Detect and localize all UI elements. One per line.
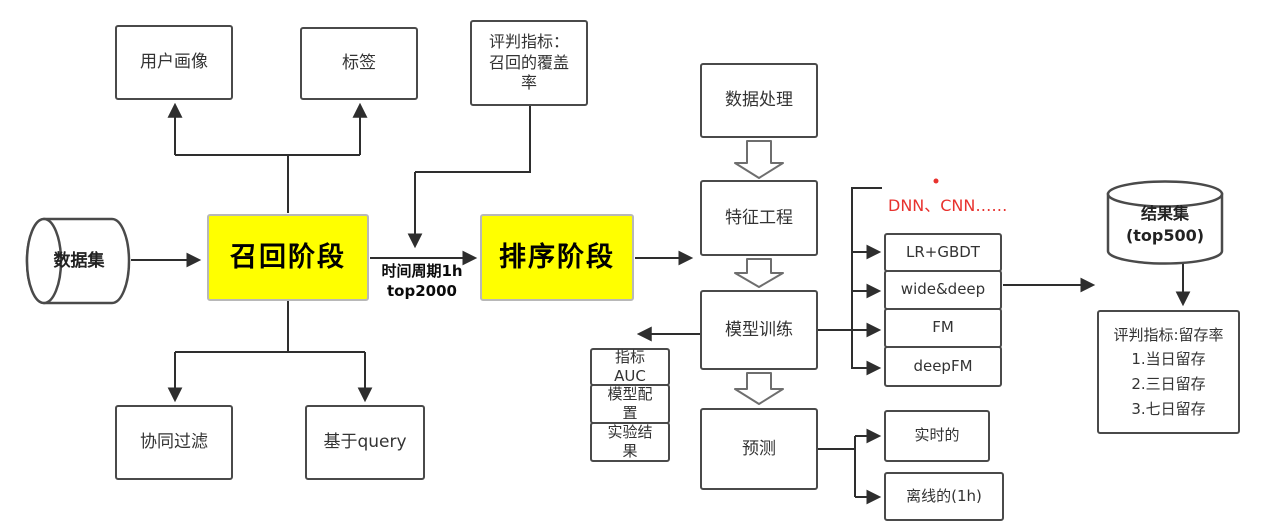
models-bracket — [851, 187, 882, 369]
node-model-training: 模型训练 — [700, 290, 818, 370]
models-note-dnn-cnn: DNN、CNN…… — [888, 196, 1008, 215]
node-collab-filter: 协同过滤 — [115, 405, 233, 480]
node-model-lr-gbdt: LR+GBDT — [884, 233, 1002, 272]
node-rank-stage: 排序阶段 — [480, 214, 634, 301]
node-realtime: 实时的 — [884, 410, 990, 462]
edge-prediction-branch — [818, 436, 856, 497]
block-arrow-processing-to-feature — [734, 140, 784, 179]
node-retention-metric: 评判指标:留存率 1.当日留存 2.三日留存 3.七日留存 — [1097, 310, 1240, 434]
block-arrow-feature-to-training — [734, 258, 784, 288]
retention-item: 3.七日留存 — [1131, 399, 1206, 418]
node-model-fm: FM — [884, 308, 1002, 348]
retention-items: 1.当日留存 2.三日留存 3.七日留存 — [1131, 347, 1205, 421]
node-user-profile: 用户画像 — [115, 25, 233, 100]
result-set-label: 结果集 (top500) — [1125, 204, 1205, 245]
node-model-config: 模型配 置 — [590, 384, 670, 424]
edge-recall-metric-elbow — [415, 106, 531, 173]
node-experiment-result: 实验结 果 — [590, 422, 670, 462]
retention-content: 评判指标:留存率 1.当日留存 2.三日留存 3.七日留存 — [1113, 323, 1223, 422]
model-list: LR+GBDT wide&deep FM deepFM — [884, 233, 1002, 387]
dataset-label: 数据集 — [53, 251, 105, 271]
node-tag: 标签 — [300, 27, 418, 100]
node-model-deepfm: deepFM — [884, 346, 1002, 387]
node-recall-coverage-metric: 评判指标：召回的覆盖率 — [470, 20, 588, 106]
retention-item: 2.三日留存 — [1131, 375, 1206, 393]
node-model-wide-deep: wide&deep — [884, 270, 1002, 310]
retention-title: 评判指标:留存率 — [1113, 325, 1224, 344]
node-feature-engineering: 特征工程 — [700, 180, 818, 256]
node-recall-stage: 召回阶段 — [207, 214, 369, 301]
edge-recall-down — [175, 301, 365, 353]
node-data-processing: 数据处理 — [700, 63, 818, 138]
edge-label-recall-rank: 时间周期1h top2000 — [381, 262, 463, 300]
edge-recall-up — [175, 154, 360, 213]
node-offline: 离线的(1h) — [884, 472, 1004, 521]
retention-item: 1.当日留存 — [1131, 350, 1206, 369]
node-query-based: 基于query — [305, 405, 425, 480]
node-prediction: 预测 — [700, 408, 818, 490]
node-metric-auc: 指标 AUC — [590, 348, 670, 386]
block-arrow-training-to-prediction — [734, 372, 784, 405]
red-dot — [933, 178, 939, 184]
training-artifacts-stack: 指标 AUC 模型配 置 实验结 果 — [590, 348, 670, 462]
